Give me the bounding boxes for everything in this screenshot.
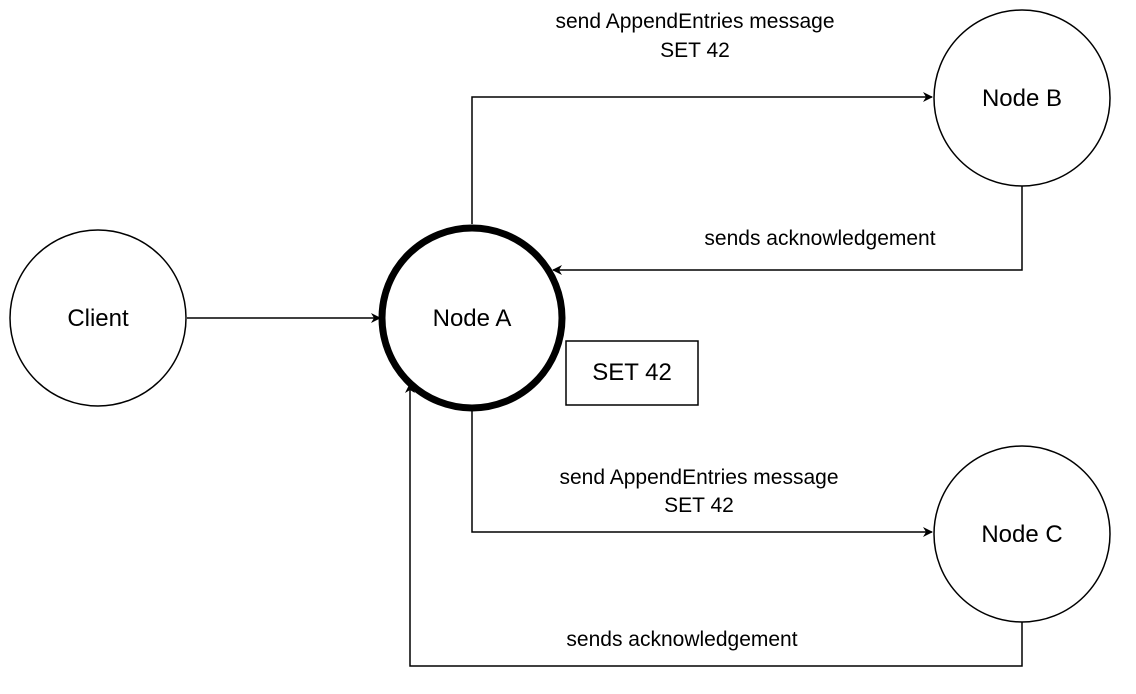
node-c-label: Node C: [981, 521, 1062, 548]
node-c: Node C: [933, 445, 1111, 623]
edge-node-b-to-node-a: [552, 186, 1023, 275]
edge-node-a-to-node-c: [471, 410, 933, 537]
edge-a-to-b-label-line1: send AppendEntries message: [555, 10, 834, 33]
log-entry-box: SET 42: [565, 340, 699, 406]
edge-a-to-b-label-line2: SET 42: [660, 39, 730, 62]
node-client-label: Client: [67, 305, 129, 332]
log-entry-label: SET 42: [592, 359, 672, 386]
node-client: Client: [9, 229, 187, 407]
edge-node-a-to-node-b: [471, 92, 933, 224]
edge-a-to-c-label-line2: SET 42: [664, 494, 734, 517]
edge-a-to-c-label-line1: send AppendEntries message: [559, 466, 838, 489]
edge-node-c-to-node-a: [405, 383, 1023, 667]
node-b-label: Node B: [982, 85, 1062, 112]
node-a-label: Node A: [433, 305, 512, 332]
edge-b-to-a-label: sends acknowledgement: [704, 227, 935, 250]
edge-c-to-a-label: sends acknowledgement: [566, 628, 797, 651]
node-a: Node A: [378, 224, 566, 412]
node-b: Node B: [933, 9, 1111, 187]
